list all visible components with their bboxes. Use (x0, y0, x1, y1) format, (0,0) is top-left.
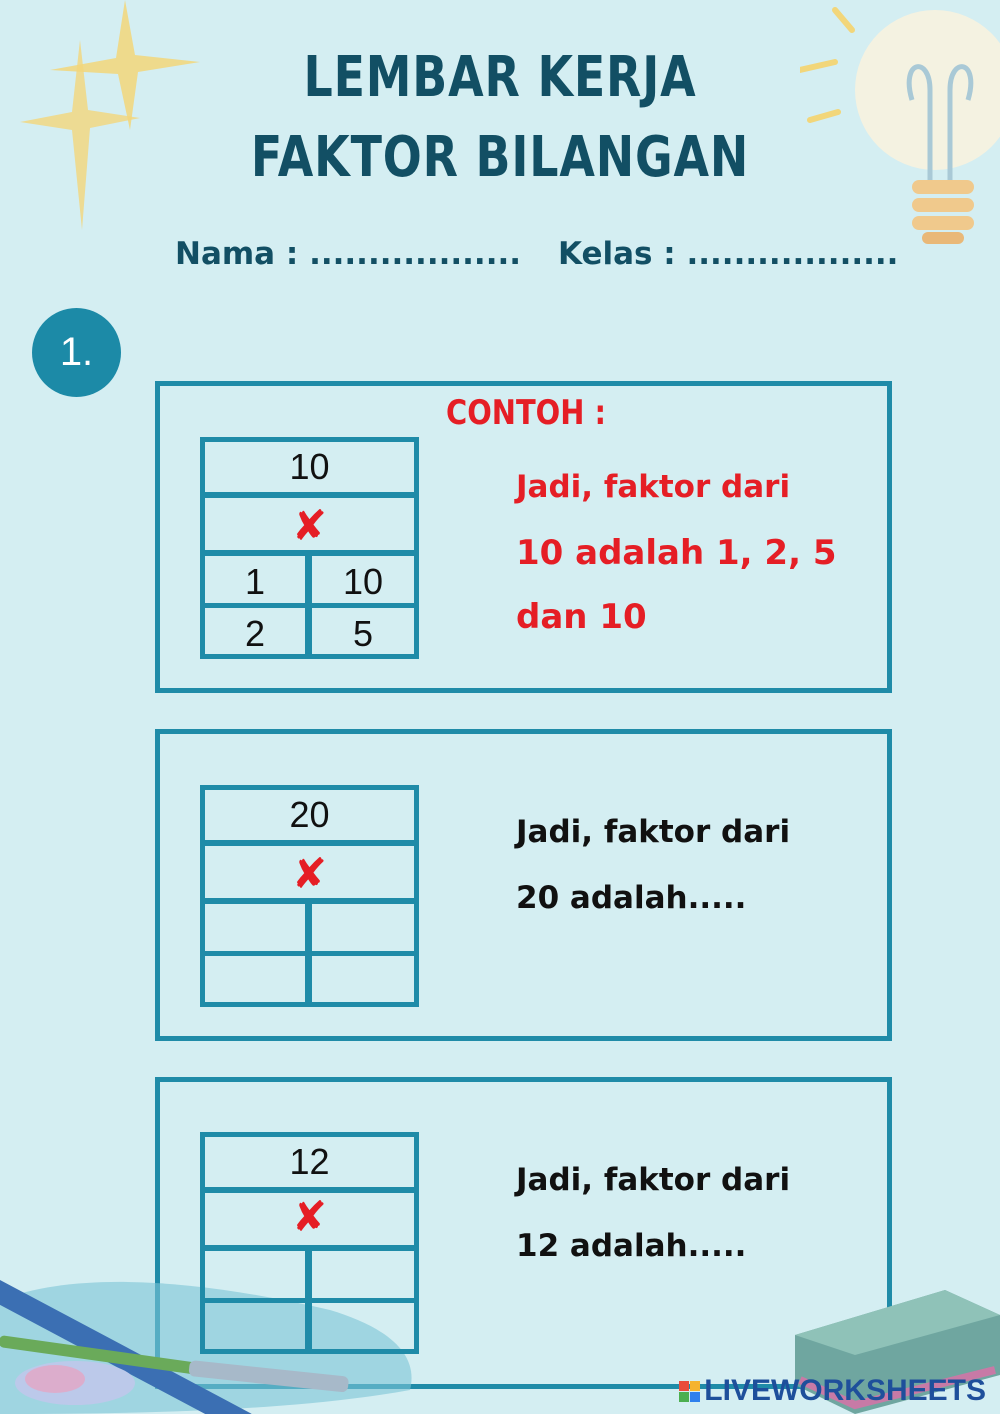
liveworksheets-brand[interactable]: LIVEWORKSHEETS (679, 1374, 986, 1408)
factor-input-cell[interactable] (312, 1303, 414, 1349)
liveworksheets-brand-text: LIVEWORKSHEETS (704, 1374, 986, 1407)
example-factor-cell: 10 (342, 561, 384, 602)
example-number: 10 (289, 446, 330, 487)
multiply-cross-icon: ✘ (291, 849, 328, 898)
example-factor-cell: 1 (244, 561, 266, 602)
multiply-cross-icon: ✘ (291, 1192, 328, 1241)
example-answer-line-3: dan 10 (516, 597, 647, 637)
factor-input-cell[interactable] (312, 904, 414, 951)
example-factor-table: 10 ✘ 1 10 2 5 (200, 437, 419, 659)
exercise-answer-line-1: Jadi, faktor dari (516, 1162, 791, 1198)
title-line-2: FAKTOR BILANGAN (250, 125, 750, 190)
exercise-number: 12 (289, 1141, 330, 1182)
class-field[interactable]: Kelas : .................. (558, 236, 899, 272)
example-factor-cell: 5 (352, 613, 374, 654)
factor-input-cell[interactable] (205, 904, 305, 951)
exercise-answer-line-2[interactable]: 12 adalah..... (516, 1228, 747, 1264)
example-card (155, 381, 892, 693)
light-bulb-icon (800, 7, 1000, 244)
exercise-number: 20 (289, 794, 330, 835)
question-number-badge: 1. (32, 308, 121, 397)
liveworksheets-logo-icon (679, 1380, 701, 1402)
example-answer-line-1: Jadi, faktor dari (516, 469, 791, 505)
example-answer-line-2: 10 adalah 1, 2, 5 (516, 533, 837, 573)
factor-input-cell[interactable] (312, 1251, 414, 1298)
factor-input-cell[interactable] (205, 956, 305, 1002)
sparkle-icon (20, 0, 200, 230)
exercise-answer-line-1: Jadi, faktor dari (516, 814, 791, 850)
exercise-answer-line-2[interactable]: 20 adalah..... (516, 880, 747, 916)
exercise-factor-table-20: 20 ✘ (200, 785, 419, 1007)
eraser-icon (15, 1361, 135, 1405)
factor-input-cell[interactable] (312, 956, 414, 1002)
exercise-card-12 (155, 1077, 892, 1389)
title-line-1: LEMBAR KERJA (303, 45, 697, 110)
example-factor-cell: 2 (244, 613, 266, 654)
factor-input-cell[interactable] (205, 1251, 305, 1298)
exercise-factor-table-12: 12 ✘ (200, 1132, 419, 1354)
factor-input-cell[interactable] (205, 1303, 305, 1349)
example-label: CONTOH : (446, 393, 607, 433)
name-field[interactable]: Nama : .................. (175, 236, 522, 272)
exercise-card-20 (155, 729, 892, 1041)
books-icon (795, 1290, 1000, 1414)
multiply-cross-icon: ✘ (291, 501, 328, 550)
